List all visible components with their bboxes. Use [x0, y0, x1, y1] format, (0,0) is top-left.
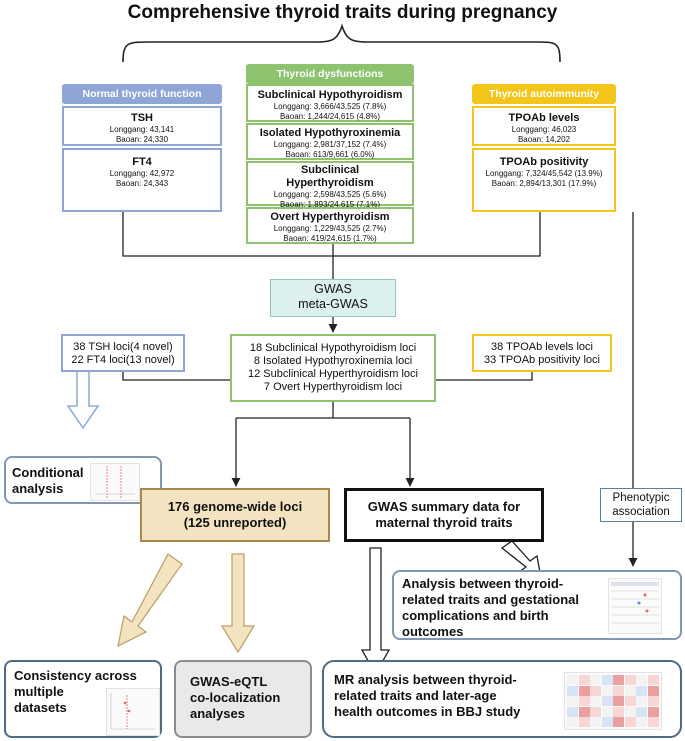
- consistency-box: Consistency across multiple datasets: [4, 660, 162, 738]
- heatmap-cell: [601, 706, 613, 717]
- heatmap-cell: [647, 675, 659, 685]
- gwas-summary-data-box: GWAS summary data for maternal thyroid t…: [344, 488, 544, 542]
- heatmap-cell: [624, 706, 636, 717]
- trait-tsh-box: TSH Longgang: 43,141 Baoan: 24,330: [62, 106, 222, 146]
- gestational-table-thumbnail: [608, 578, 662, 634]
- phenotypic-association-box: Phenotypic association: [600, 488, 682, 522]
- left-bracket: [122, 212, 333, 257]
- title-brace: [122, 23, 561, 63]
- mr-analysis-box: MR analysis between thyroid- related tra…: [322, 660, 682, 738]
- autoimmunity-header: Thyroid autoimmunity: [472, 84, 616, 104]
- hollow-arrow-gestational: [500, 540, 542, 579]
- gwas-eqtl-box: GWAS-eQTL co-localization analyses: [174, 660, 312, 738]
- dysfunction-header: Thyroid dysfunctions: [246, 64, 414, 84]
- heatmap-cell: [567, 717, 578, 727]
- heatmap-cell: [636, 685, 647, 696]
- normal-loci-box: 38 TSH loci(4 novel) 22 FT4 loci(13 nove…: [61, 334, 185, 372]
- heatmap-cell: [624, 696, 636, 706]
- trait-isolated-hypothyroxinemia-box: Isolated Hypothyroxinemia Longgang: 2,98…: [246, 123, 414, 160]
- heatmap-cell: [636, 706, 647, 717]
- heatmap-cell: [567, 696, 578, 706]
- heatmap-cell: [636, 696, 647, 706]
- hollow-arrow-conditional: [66, 369, 100, 430]
- consistency-plot-thumbnail: [106, 688, 160, 736]
- heatmap-cell: [578, 685, 590, 696]
- trait-overt-hyperthyroidism-box: Overt Hyperthyroidism Longgang: 1,229/43…: [246, 207, 414, 244]
- heatmap-cell: [624, 675, 636, 685]
- heatmap-cell: [601, 717, 613, 727]
- trait-tpoab-levels-box: TPOAb levels Longgang: 46,023 Baoan: 14,…: [472, 106, 616, 146]
- heatmap-cell: [590, 717, 601, 727]
- heatmap-cell: [590, 706, 601, 717]
- heatmap-cell: [613, 706, 624, 717]
- heatmap-cell: [647, 696, 659, 706]
- dysfunction-loci-box: 18 Subclinical Hypothyroidism loci 8 Iso…: [230, 334, 436, 402]
- heatmap-cell: [578, 696, 590, 706]
- trait-subclinical-hypothyroidism-box: Subclinical Hypothyroidism Longgang: 3,6…: [246, 84, 414, 122]
- trait-subclinical-hyperthyroidism-box: Subclinical Hyperthyroidism Longgang: 2,…: [246, 161, 414, 209]
- normal-function-header: Normal thyroid function: [62, 84, 222, 104]
- gwas-box: GWAS meta-GWAS: [270, 279, 396, 317]
- heatmap-cell: [647, 685, 659, 696]
- tan-arrow-eqtl: [220, 553, 256, 654]
- heatmap-cell: [647, 706, 659, 717]
- trait-tpoab-positivity-box: TPOAb positivity Longgang: 7,324/45,542 …: [472, 148, 616, 212]
- heatmap-cell: [647, 717, 659, 727]
- heatmap-cell: [567, 706, 578, 717]
- heatmap-cell: [590, 675, 601, 685]
- heatmap-cell: [578, 675, 590, 685]
- conditional-plot-thumbnail: [90, 463, 140, 501]
- heatmap-cell: [613, 696, 624, 706]
- right-bracket: [333, 212, 541, 257]
- hollow-arrow-mr: [360, 547, 391, 676]
- trait-name: FT4: [132, 156, 152, 168]
- mini-scatter-icon: [110, 693, 155, 730]
- mr-heatmap-thumbnail: [564, 672, 662, 730]
- autoimmunity-loci-box: 38 TPOAb levels loci 33 TPOAb positivity…: [472, 334, 612, 372]
- trait-ft4-box: FT4 Longgang: 42,972 Baoan: 24,343: [62, 148, 222, 212]
- heatmap-cell: [601, 685, 613, 696]
- heatmap-cell: [567, 675, 578, 685]
- heatmap-cell: [624, 685, 636, 696]
- heatmap-cell: [601, 675, 613, 685]
- heatmap-cell: [590, 685, 601, 696]
- heatmap-cell: [613, 717, 624, 727]
- mini-table-icon: [611, 582, 659, 624]
- heatmap-cell: [578, 706, 590, 717]
- heatmap-cell: [578, 717, 590, 727]
- heatmap-cell: [601, 696, 613, 706]
- heatmap-cell: [636, 675, 647, 685]
- mini-plot-icon: [95, 466, 135, 498]
- heatmap-cell: [590, 696, 601, 706]
- heatmap-cell: [567, 685, 578, 696]
- heatmap-cell: [613, 685, 624, 696]
- page-title: Comprehensive thyroid traits during preg…: [127, 2, 558, 23]
- heatmap-cell: [624, 717, 636, 727]
- heatmap-cell: [636, 717, 647, 727]
- heatmap-cell: [613, 675, 624, 685]
- trait-name: TSH: [131, 112, 153, 124]
- genome-wide-loci-box: 176 genome-wide loci (125 unreported): [140, 488, 330, 542]
- gestational-analysis-box: Analysis between thyroid- related traits…: [392, 570, 682, 640]
- conditional-analysis-box: Conditional analysis: [4, 456, 162, 504]
- tan-arrow-consistency: [117, 553, 183, 648]
